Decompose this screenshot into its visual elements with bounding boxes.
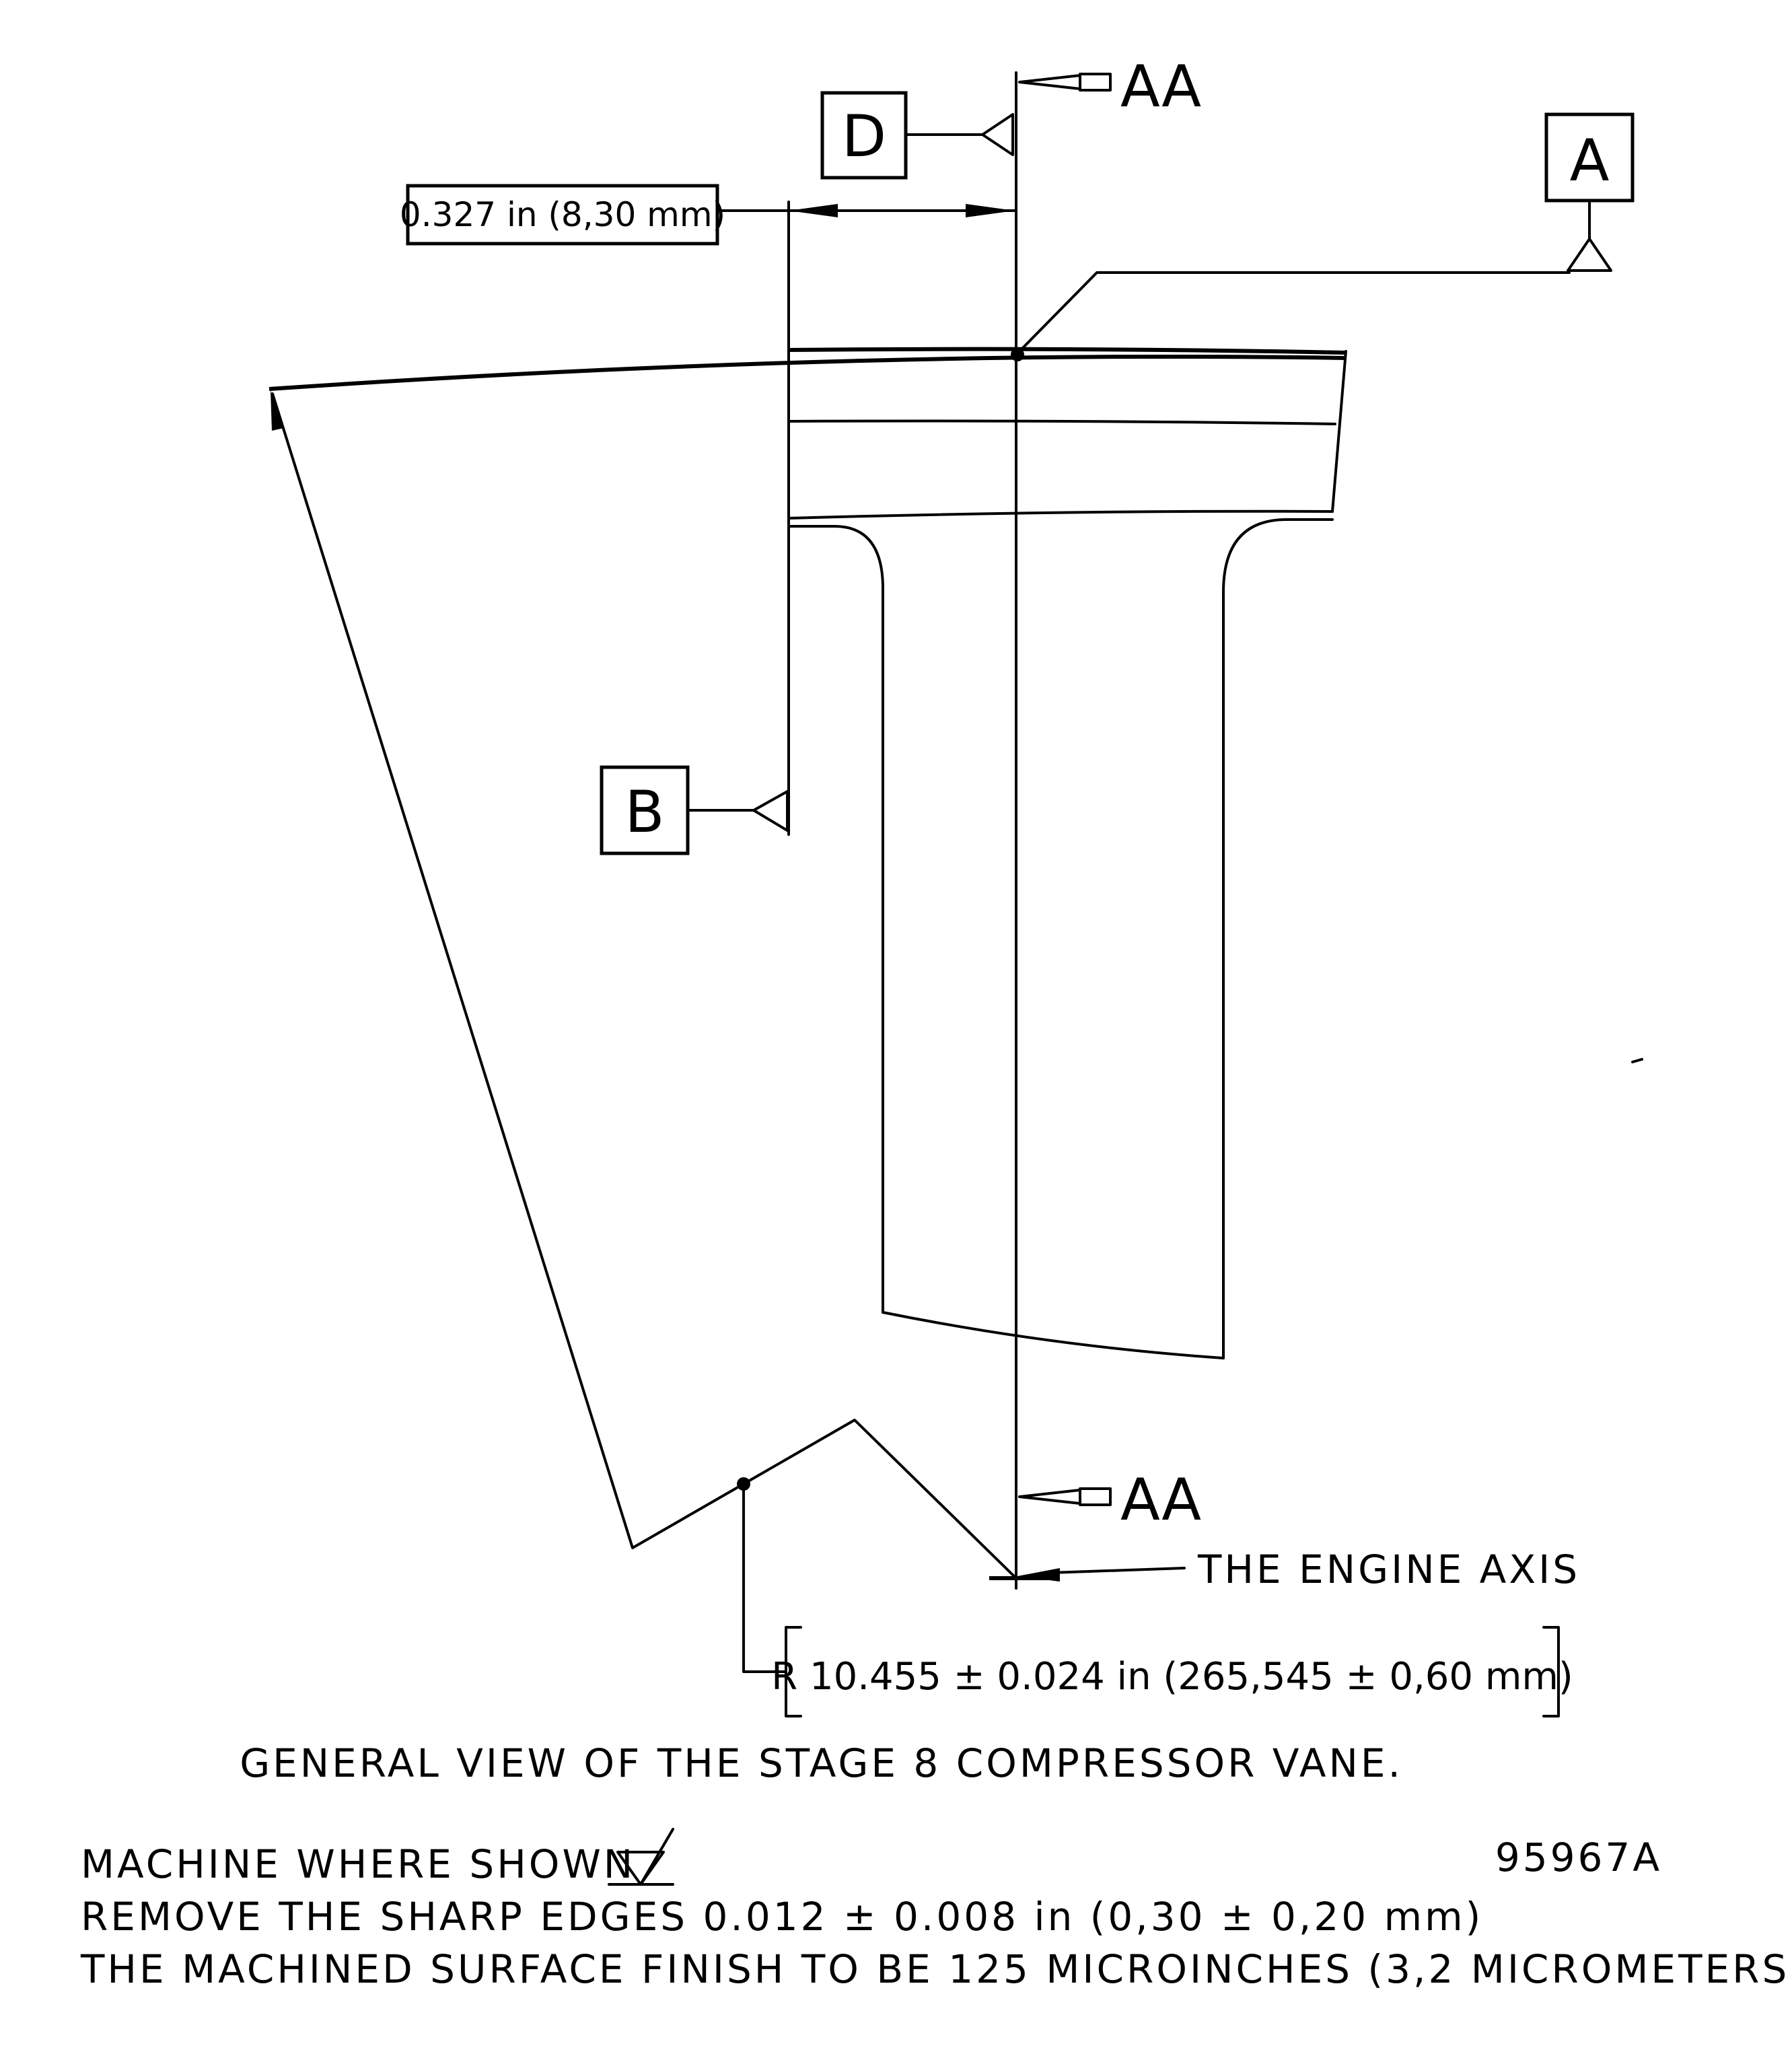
offset-dimension-box	[406, 184, 719, 246]
section-label-top: AA	[1120, 53, 1201, 120]
datum-b-box	[600, 765, 690, 855]
engine-axis-leader	[1048, 1567, 1186, 1574]
vane-platform	[787, 347, 1347, 520]
engine-axis-label: THE ENGINE AXIS	[1197, 1547, 1580, 1592]
note-surface-finish: THE MACHINED SURFACE FINISH TO BE 125 MI…	[80, 1946, 1792, 1992]
datum-d-label: D	[842, 103, 886, 170]
section-arrow-top	[1015, 71, 1112, 102]
arrowhead-icon	[966, 204, 1015, 217]
offset-dimension-text: 0.327 in (8,30 mm)	[400, 195, 725, 234]
radius-dimension-text: R 10.455 ± 0.024 in (265,545 ± 0,60 mm)	[771, 1655, 1573, 1699]
arrowhead-icon	[1017, 1568, 1060, 1582]
datum-a-box	[1544, 112, 1635, 203]
datum-a-leader	[1016, 271, 1571, 355]
radius-dimension-bracket	[785, 1626, 1560, 1717]
stray-mark	[1631, 1058, 1643, 1063]
datum-b-label: B	[625, 779, 665, 846]
datum-triangle-icon	[1567, 238, 1612, 272]
figure-number: 95967A	[1495, 1835, 1662, 1880]
datum-triangle-icon	[981, 113, 1014, 156]
outer-platform-arc	[268, 354, 1347, 391]
radius-leader	[742, 1483, 787, 1673]
datum-triangle-icon	[752, 790, 789, 832]
note-machine: MACHINE WHERE SHOWN	[81, 1841, 635, 1887]
vane-airfoil	[787, 518, 1334, 1359]
datum-a-label: A	[1570, 127, 1610, 194]
figure-caption: GENERAL VIEW OF THE STAGE 8 COMPRESSOR V…	[240, 1740, 1403, 1786]
section-arrow-bottom	[1015, 1473, 1112, 1509]
note-sharp-edges: REMOVE THE SHARP EDGES 0.012 ± 0.008 in …	[81, 1894, 1483, 1940]
arrowhead-icon	[789, 204, 838, 217]
machining-triangle-icon	[608, 1828, 674, 1886]
section-label-bottom: AA	[1120, 1466, 1201, 1534]
radius-construction-line	[271, 392, 1017, 1580]
